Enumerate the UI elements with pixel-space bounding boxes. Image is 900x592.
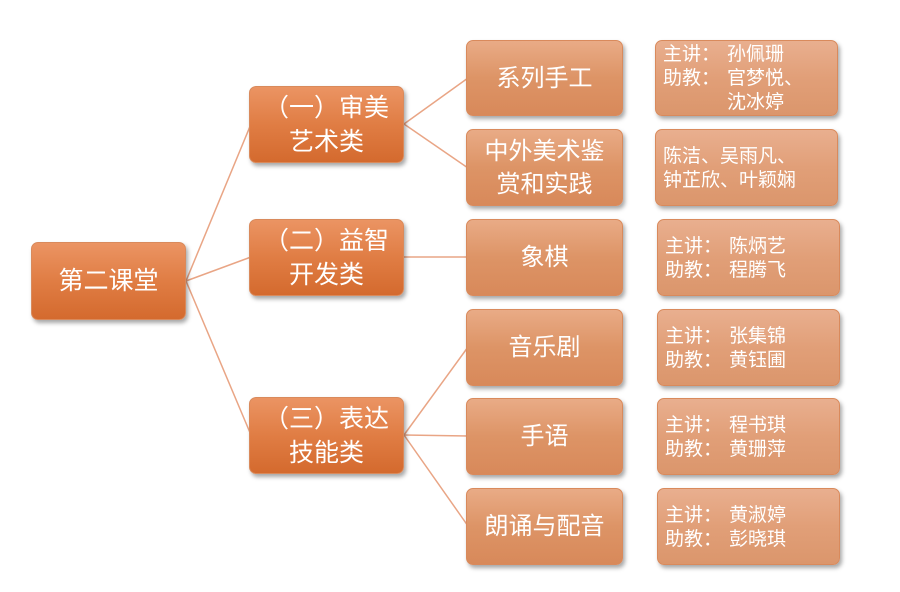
course-node-label: 音乐剧 xyxy=(508,333,581,361)
teacher-row: 助教： 彭晓琪 xyxy=(665,527,786,551)
connector-root-cat1 xyxy=(185,123,252,282)
course-node-label: 朗诵与配音 xyxy=(484,512,605,540)
connector-cat3-course6 xyxy=(403,434,469,527)
connector-cat3-course4 xyxy=(403,346,469,436)
teacher-row: 主讲： 张集锦 xyxy=(665,324,786,348)
teacher-role-label: 主讲： xyxy=(665,413,723,436)
connector-root-cat3 xyxy=(185,280,252,436)
teacher-role-label xyxy=(663,90,727,114)
course-node-label: 中外美术鉴 xyxy=(484,136,605,165)
teacher-name: 陈炳艺 xyxy=(729,234,787,257)
course-node-chess: 象棋 xyxy=(466,219,623,296)
teacher-name: 黄钰圃 xyxy=(729,348,787,371)
course-node-label: 系列手工 xyxy=(496,63,593,92)
category-node-aesthetic-art: （一）审美 艺术类 xyxy=(249,86,404,163)
course-node-musical: 音乐剧 xyxy=(466,309,623,386)
teacher-node-chess: 主讲： 陈炳艺 助教： 程腾飞 xyxy=(657,219,840,296)
root-node: 第二课堂 xyxy=(31,242,186,320)
root-node-label: 第二课堂 xyxy=(58,266,159,295)
course-node-label: 手语 xyxy=(520,422,569,450)
teacher-row: 主讲： 孙佩珊 xyxy=(663,42,784,66)
teacher-row: 主讲： 黄淑婷 xyxy=(665,503,786,527)
teacher-row: 主讲： 陈炳艺 xyxy=(665,234,786,258)
teacher-row: 助教： 黄钰圃 xyxy=(665,348,786,372)
teacher-role-label: 助教： xyxy=(663,67,721,89)
teacher-role-label: 主讲： xyxy=(663,43,721,65)
teacher-row: 主讲： 程书琪 xyxy=(665,413,786,437)
connector-cat1-course1 xyxy=(403,77,469,125)
teacher-role-label: 助教： xyxy=(665,527,723,550)
teacher-row: 沈冰婷 xyxy=(663,90,784,114)
category-node-label: 艺术类 xyxy=(288,126,364,156)
teacher-name: 钟芷欣、叶颖娴 xyxy=(663,168,797,191)
teacher-name: 黄淑婷 xyxy=(729,503,787,526)
course-node-label: 赏和实践 xyxy=(496,169,593,198)
teacher-role-label: 助教： xyxy=(665,258,723,281)
teacher-row: 陈洁、吴雨凡、 xyxy=(663,144,796,168)
teacher-name: 沈冰婷 xyxy=(727,91,785,113)
teacher-node-recitation: 主讲： 黄淑婷 助教： 彭晓琪 xyxy=(657,488,840,565)
teacher-role-label: 助教： xyxy=(665,348,723,371)
teacher-name: 官梦悦、 xyxy=(727,67,804,89)
category-node-label: 开发类 xyxy=(288,259,364,289)
teacher-name: 程腾飞 xyxy=(729,258,787,281)
connector-root-cat2 xyxy=(185,256,252,282)
teacher-name: 彭晓琪 xyxy=(729,527,787,550)
category-node-label: （三）表达 xyxy=(263,403,389,433)
teacher-name: 张集锦 xyxy=(729,324,787,347)
course-node-sign-language: 手语 xyxy=(466,398,623,475)
teacher-name: 陈洁、吴雨凡、 xyxy=(663,144,797,167)
teacher-row: 助教： 程腾飞 xyxy=(665,258,786,282)
course-node-label: 象棋 xyxy=(520,243,569,271)
category-node-label: 技能类 xyxy=(288,437,364,467)
teacher-row: 助教： 黄珊萍 xyxy=(665,437,786,461)
teacher-role-label: 主讲： xyxy=(665,234,723,257)
teacher-name: 孙佩珊 xyxy=(727,43,785,65)
teacher-node-musical: 主讲： 张集锦 助教： 黄钰圃 xyxy=(657,309,840,386)
course-node-recitation: 朗诵与配音 xyxy=(466,488,623,565)
teacher-node-art-appreciation: 陈洁、吴雨凡、 钟芷欣、叶颖娴 xyxy=(655,129,838,206)
connector-cat3-course5 xyxy=(403,434,469,437)
teacher-row: 钟芷欣、叶颖娴 xyxy=(663,168,796,192)
category-node-label: （二）益智 xyxy=(263,225,389,255)
teacher-node-handcraft: 主讲： 孙佩珊 助教： 官梦悦、 沈冰婷 xyxy=(655,40,838,116)
teacher-role-label: 主讲： xyxy=(665,503,723,526)
teacher-role-label: 助教： xyxy=(665,437,723,460)
category-node-expression: （三）表达 技能类 xyxy=(249,397,404,474)
connector-cat1-course2 xyxy=(403,123,469,169)
teacher-row: 助教： 官梦悦、 xyxy=(663,66,803,90)
course-node-art-appreciation: 中外美术鉴 赏和实践 xyxy=(466,129,623,206)
teacher-name: 程书琪 xyxy=(729,413,787,436)
teacher-name: 黄珊萍 xyxy=(729,437,787,460)
category-node-intellect: （二）益智 开发类 xyxy=(249,219,404,296)
teacher-role-label: 主讲： xyxy=(665,324,723,347)
teacher-node-sign-language: 主讲： 程书琪 助教： 黄珊萍 xyxy=(657,398,840,475)
course-node-handcraft: 系列手工 xyxy=(466,40,623,116)
category-node-label: （一）审美 xyxy=(263,92,389,122)
